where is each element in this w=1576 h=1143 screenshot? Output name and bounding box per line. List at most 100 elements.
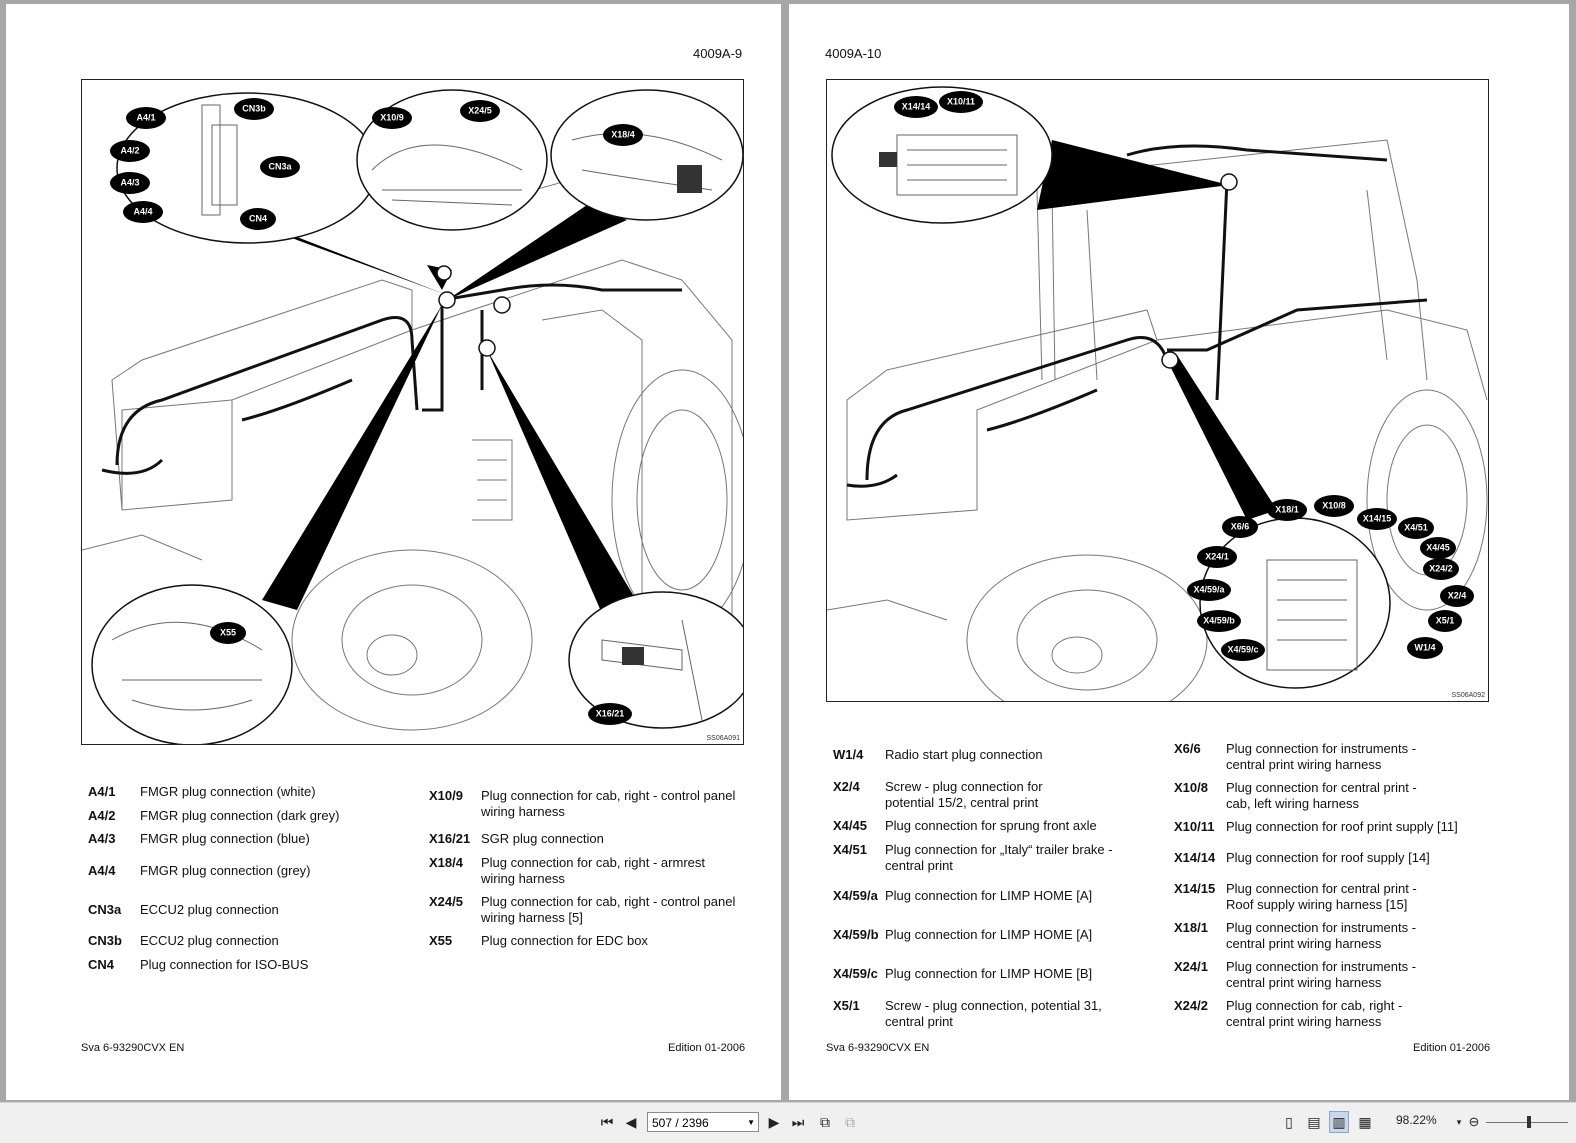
legend-code: X16/21 xyxy=(429,831,471,846)
callout-label: X18/4 xyxy=(611,129,635,139)
callout-label: A4/1 xyxy=(136,112,155,122)
callout-label: X24/2 xyxy=(1429,563,1453,573)
figure-code: SS06A092 xyxy=(1451,692,1485,699)
legend-description: SGR plug connection xyxy=(481,831,604,846)
footer-document-id: Sva 6-93290CVX EN xyxy=(826,1042,930,1054)
continuous-view-icon[interactable]: ▤ xyxy=(1307,1114,1321,1130)
callout-label: X4/59/b xyxy=(1203,615,1235,625)
last-page-icon[interactable]: ⏭ xyxy=(791,1114,805,1130)
callout-label: X24/1 xyxy=(1205,551,1229,561)
legend-description: Plug connection for EDC box xyxy=(481,933,648,948)
callout-label: W1/4 xyxy=(1414,642,1435,652)
legend-description: Plug connection for instruments - centra… xyxy=(1226,741,1417,772)
legend-code: X10/11 xyxy=(1174,819,1215,834)
legend-description: FMGR plug connection (grey) xyxy=(140,863,311,878)
legend-code: A4/1 xyxy=(88,784,116,799)
callout-label: X5/1 xyxy=(1436,615,1455,625)
viewer-toolbar: ⏮ ◀ 507 / 2396 ▼ ▶ ⏭ ⧉ ⧉ ▯ ▤ ▥ ▦ 98.22% ▾… xyxy=(0,1102,1576,1143)
legend-code: X10/8 xyxy=(1174,780,1208,795)
callout-label: X4/51 xyxy=(1404,522,1428,532)
legend-code: X24/5 xyxy=(429,894,463,909)
callout-label: X16/21 xyxy=(596,708,625,718)
legend-description: FMGR plug connection (white) xyxy=(140,784,316,799)
legend-code: X24/2 xyxy=(1174,998,1208,1013)
callout-label: X4/59/c xyxy=(1227,644,1258,654)
legend-code: X4/45 xyxy=(833,818,867,833)
legend-description: FMGR plug connection (blue) xyxy=(140,831,310,846)
zoom-out-icon[interactable]: ⊖ xyxy=(1468,1114,1480,1129)
legend-description: FMGR plug connection (dark grey) xyxy=(140,808,340,823)
zoom-slider-handle[interactable] xyxy=(1527,1116,1531,1128)
legend-description: Screw - plug connection for potential 15… xyxy=(885,779,1043,810)
chevron-down-icon[interactable]: ▼ xyxy=(747,1118,755,1127)
legend-code: A4/3 xyxy=(88,831,116,846)
callout-label: X14/15 xyxy=(1363,513,1392,523)
legend-code: X4/59/a xyxy=(833,888,878,903)
legend-code: CN4 xyxy=(88,957,115,972)
wiring-diagram-figure: A4/1 A4/2 A4/3 A4/4 CN3b CN3a CN4 X10/9 … xyxy=(81,79,744,745)
legend-description: Plug connection for LIMP HOME [B] xyxy=(885,966,1093,981)
callout-label: X10/8 xyxy=(1322,500,1346,510)
callout-label: X24/5 xyxy=(468,105,492,115)
legend-code: X4/51 xyxy=(833,842,867,857)
callout-label: CN4 xyxy=(249,213,267,223)
figure-code: SS06A091 xyxy=(706,735,740,742)
callout-label: A4/3 xyxy=(120,177,139,187)
page-number: 4009A-9 xyxy=(693,46,743,61)
callout-label: X18/1 xyxy=(1275,504,1299,514)
previous-page-icon[interactable]: ◀ xyxy=(625,1114,637,1130)
legend-description: Plug connection for ISO-BUS xyxy=(140,957,309,972)
tractor-wiring-illustration: A4/1 A4/2 A4/3 A4/4 CN3b CN3a CN4 X10/9 … xyxy=(82,89,743,744)
callout-label: A4/2 xyxy=(120,145,139,155)
legend-code: X24/1 xyxy=(1174,959,1208,974)
legend-code: W1/4 xyxy=(833,747,864,762)
paste-page-icon[interactable]: ⧉ xyxy=(845,1114,855,1130)
footer-document-id: Sva 6-93290CVX EN xyxy=(81,1042,185,1054)
legend-description: Plug connection for cab, right - control… xyxy=(481,788,736,819)
footer-edition: Edition 01-2006 xyxy=(1413,1042,1491,1054)
legend-code: X5/1 xyxy=(833,998,860,1013)
legend-code: X18/4 xyxy=(429,855,463,870)
two-page-continuous-view-icon[interactable]: ▦ xyxy=(1358,1114,1372,1130)
two-page-view-icon[interactable]: ▥ xyxy=(1329,1111,1349,1133)
legend-description: ECCU2 plug connection xyxy=(140,933,279,948)
legend-description: Plug connection for LIMP HOME [A] xyxy=(885,927,1093,942)
left-document-page: 4009A-9 xyxy=(6,4,781,1100)
single-page-view-icon[interactable]: ▯ xyxy=(1285,1114,1293,1130)
callout-label: X55 xyxy=(220,627,236,637)
legend-description: Plug connection for „Italy“ trailer brak… xyxy=(885,842,1113,873)
legend-description: Plug connection for cab, right - armrest… xyxy=(481,855,705,886)
page-number-value: 507 / 2396 xyxy=(652,1116,709,1130)
legend-description: Plug connection for roof supply [14] xyxy=(1226,850,1430,865)
wiring-diagram-figure: X14/14 X10/11 X18/1 X10/8 X6/6 X14/15 X4… xyxy=(826,79,1489,702)
callout-label: X6/6 xyxy=(1231,521,1250,531)
right-document-page: 4009A-10 xyxy=(789,4,1569,1100)
legend-description: Plug connection for instruments - centra… xyxy=(1226,920,1417,951)
footer-edition: Edition 01-2006 xyxy=(668,1042,746,1054)
legend-code: X18/1 xyxy=(1174,920,1208,935)
legend-description: Screw - plug connection, potential 31, c… xyxy=(885,998,1102,1029)
legend-description: Plug connection for central print - cab,… xyxy=(1226,780,1417,811)
copy-page-icon[interactable]: ⧉ xyxy=(820,1114,830,1130)
callout-label: X4/45 xyxy=(1426,542,1450,552)
page-number-input[interactable]: 507 / 2396 ▼ xyxy=(647,1112,759,1132)
zoom-dropdown-icon[interactable]: ▾ xyxy=(1456,1117,1462,1127)
page-number: 4009A-10 xyxy=(825,46,882,61)
legend-code: A4/2 xyxy=(88,808,116,823)
legend-code: X2/4 xyxy=(833,779,860,794)
callout-label: X10/9 xyxy=(380,112,404,122)
legend-description: Plug connection for LIMP HOME [A] xyxy=(885,888,1093,903)
zoom-level[interactable]: 98.22% xyxy=(1396,1113,1437,1127)
legend-code: CN3a xyxy=(88,902,122,917)
first-page-icon[interactable]: ⏮ xyxy=(600,1114,614,1130)
next-page-icon[interactable]: ▶ xyxy=(768,1114,780,1130)
callout-label: CN3a xyxy=(268,161,292,171)
legend-code: A4/4 xyxy=(88,863,116,878)
legend-code: X4/59/c xyxy=(833,966,878,981)
callout-label: X10/11 xyxy=(947,96,975,106)
legend-description: Plug connection for cab, right - control… xyxy=(481,894,736,925)
legend-description: Plug connection for central print - Roof… xyxy=(1226,881,1417,912)
legend-description: Plug connection for sprung front axle xyxy=(885,818,1097,833)
legend-code: X6/6 xyxy=(1174,741,1201,756)
legend-description: Radio start plug connection xyxy=(885,747,1043,762)
